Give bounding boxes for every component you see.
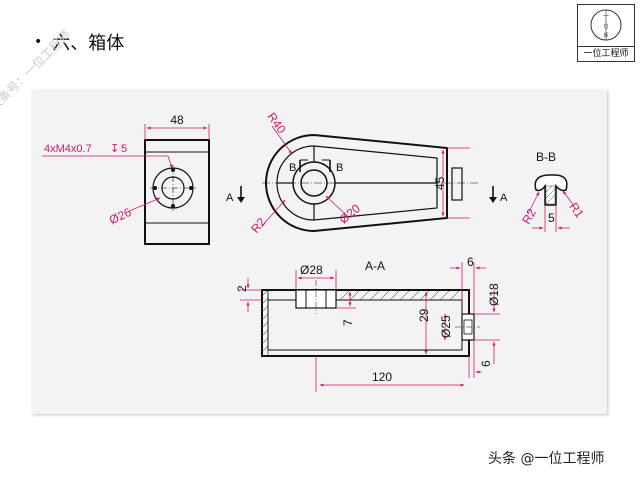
main-view-slot	[451, 167, 463, 201]
dim-label-aa-7: 7	[341, 319, 355, 326]
dim-label-6-top: 6	[467, 255, 474, 269]
drawing-panel: 48 4xM4x0.7 ↧ 5 Ø26 R40	[32, 90, 607, 414]
dim-label-48: 48	[170, 113, 184, 127]
dim-label-25: Ø25	[439, 315, 453, 338]
dim-label-120: 120	[372, 370, 392, 384]
depth-symbol: ↧	[110, 143, 119, 155]
footer-attribution: 头条 @一位工程师	[488, 451, 605, 467]
section-bb-label: B-B	[536, 150, 556, 164]
section-mark-b-right: B	[336, 162, 343, 174]
dim-label-29: 29	[417, 308, 431, 322]
dim-label-bb-5: 5	[548, 211, 555, 225]
engineering-drawing: 48 4xM4x0.7 ↧ 5 Ø26 R40	[42, 110, 587, 392]
logo-glyph-2: 位	[603, 23, 608, 30]
logo-glyph-1: 一	[603, 14, 609, 20]
section-mark-a-right: A	[500, 192, 508, 204]
slide-title: • 六、箱体	[34, 29, 124, 55]
section-bb-view: B-B 5 R2 R1	[519, 150, 587, 232]
dim-label-18: Ø18	[487, 283, 501, 306]
top-view-outline	[144, 139, 210, 245]
section-bb-profile	[534, 174, 568, 206]
logo-emblem: 一 位 师	[590, 9, 622, 41]
main-view: R40 R2 Ø20 45 B B A A	[226, 110, 508, 236]
section-mark-a-left: A	[226, 192, 234, 204]
thread-depth-label: 5	[121, 143, 127, 155]
main-view-inner-rib	[276, 145, 438, 221]
dim-label-bb-r2: R2	[519, 206, 539, 227]
dim-label-r40: R40	[265, 110, 289, 136]
dim-label-45: 45	[433, 176, 447, 190]
dim-label-r2-main: R2	[248, 215, 269, 236]
logo: 一 位 师 一位工程师	[577, 4, 635, 62]
dim-label-28: Ø28	[300, 263, 323, 277]
main-view-outline	[265, 133, 448, 233]
dim-label-6-bottom: 6	[479, 360, 493, 367]
dim-label-26: Ø26	[107, 205, 134, 227]
dim-leader-26	[126, 197, 161, 213]
section-hatch	[261, 289, 461, 353]
dim-label-aa-2: 2	[235, 285, 249, 292]
slide-title-text: 六、箱体	[52, 33, 125, 54]
section-aa-view: A-A	[235, 255, 501, 392]
dim-label-bb-r1: R1	[566, 200, 586, 221]
section-mark-b-left: B	[289, 162, 296, 174]
dim-leader-r40	[271, 125, 293, 155]
logo-caption: 一位工程师	[578, 46, 634, 61]
section-aa-label: A-A	[365, 259, 385, 273]
bullet-dot: •	[34, 34, 43, 50]
top-view: 48 4xM4x0.7 ↧ 5 Ø26	[42, 113, 210, 245]
thread-callout-label: 4xM4x0.7	[44, 143, 92, 155]
logo-glyph-3: 师	[603, 32, 608, 39]
dim-label-20: Ø20	[336, 201, 363, 227]
